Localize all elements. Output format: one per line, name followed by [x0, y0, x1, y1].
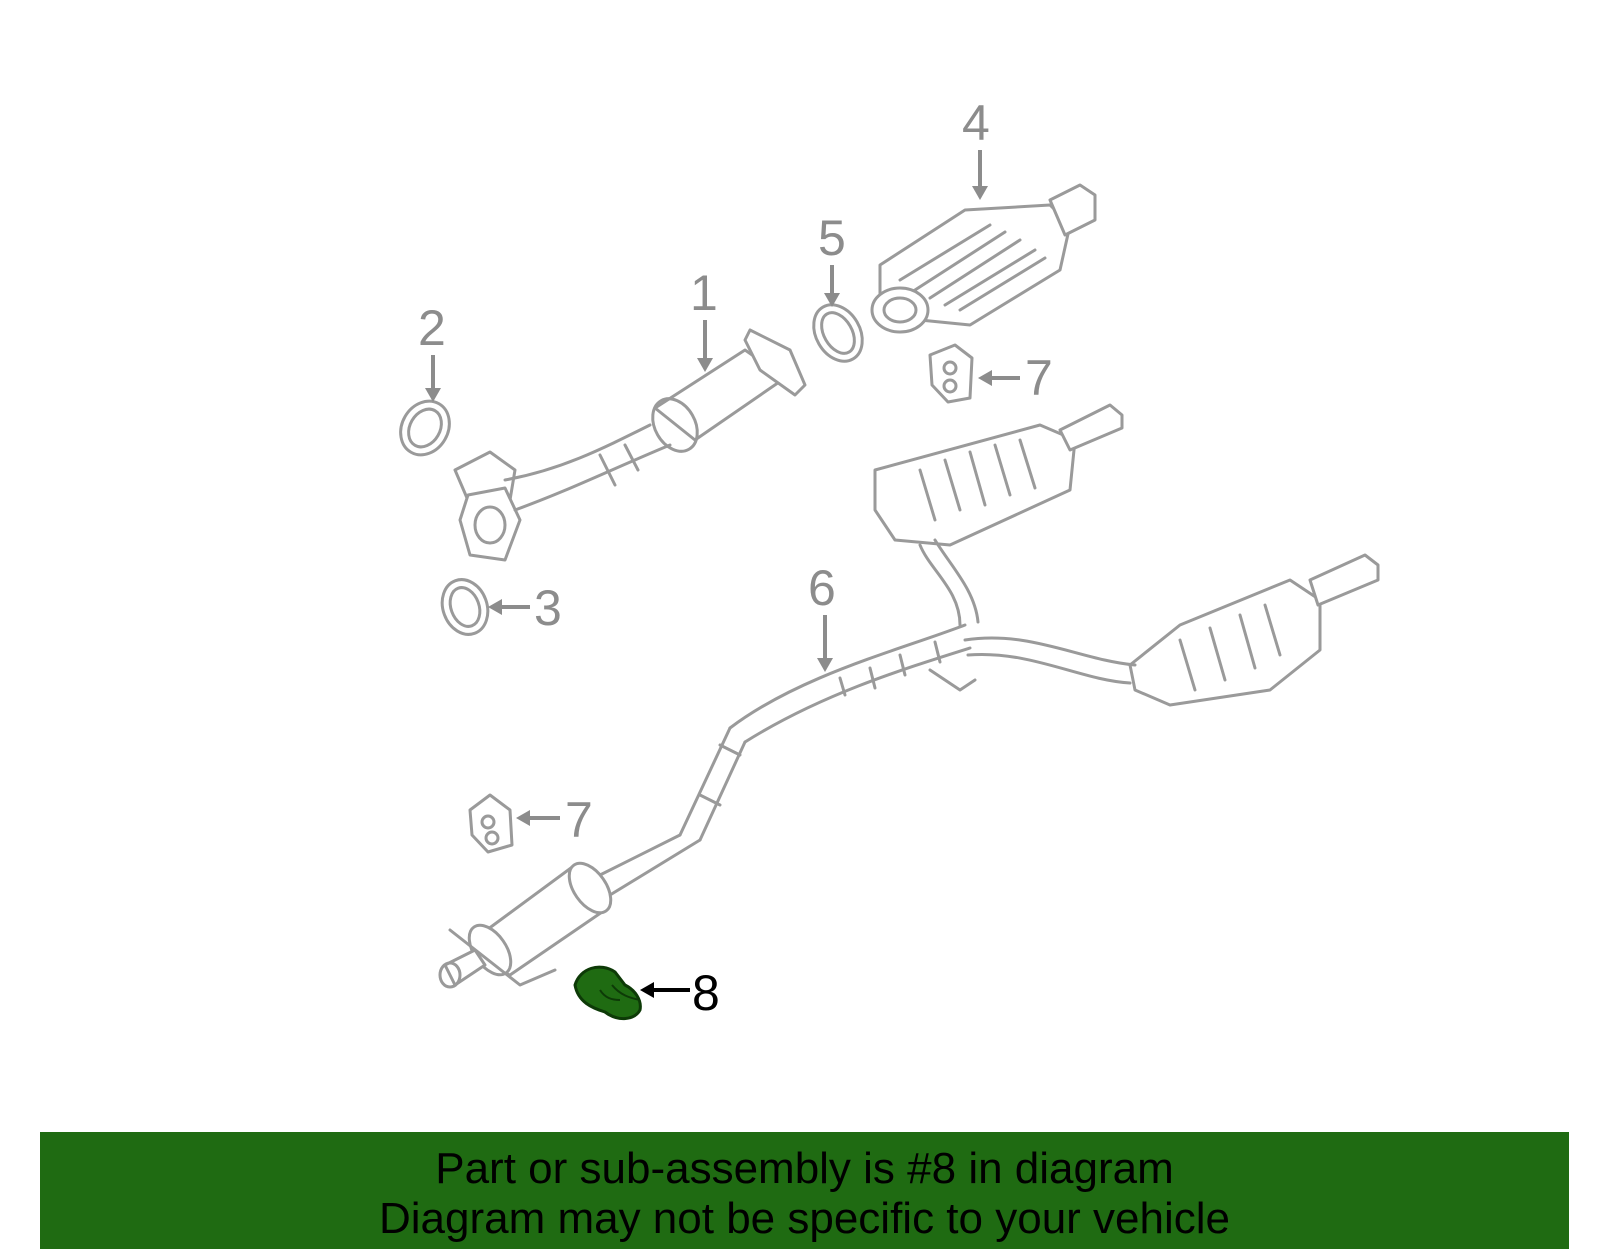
- callout-6-label: 6: [808, 560, 836, 616]
- callout-8: 8: [640, 965, 720, 1021]
- callout-1-label: 1: [690, 265, 718, 321]
- part-5-gasket[interactable]: [804, 296, 872, 370]
- callout-5: 5: [818, 210, 846, 307]
- banner-line-1: Part or sub-assembly is #8 in diagram: [435, 1144, 1174, 1193]
- part-7-hanger-lower[interactable]: [468, 793, 514, 854]
- callout-2-label: 2: [418, 300, 446, 356]
- callout-3-label: 3: [534, 580, 562, 636]
- callout-2: 2: [418, 300, 446, 402]
- part-6-exhaust-assembly[interactable]: [438, 403, 1380, 989]
- callout-5-label: 5: [818, 210, 846, 266]
- callout-4-label: 4: [962, 95, 990, 151]
- callout-8-label: 8: [692, 965, 720, 1021]
- part-8-highlighted-bracket[interactable]: [573, 965, 642, 1020]
- callout-7-upper-label: 7: [1025, 350, 1053, 406]
- callout-1: 1: [690, 265, 718, 372]
- callout-3: 3: [488, 580, 562, 636]
- banner-line-2: Diagram may not be specific to your vehi…: [378, 1194, 1231, 1243]
- callout-7-upper: 7: [978, 350, 1053, 406]
- part-1-front-pipe[interactable]: [453, 328, 807, 562]
- info-banner: Part or sub-assembly is #8 in diagram Di…: [40, 1132, 1569, 1249]
- part-4-catalytic-converter[interactable]: [870, 183, 1097, 334]
- callout-6: 6: [808, 560, 836, 672]
- callout-7-lower: 7: [516, 792, 593, 848]
- part-7-hanger-upper[interactable]: [928, 343, 974, 404]
- callout-7-lower-label: 7: [565, 792, 593, 848]
- part-2-gasket[interactable]: [391, 392, 459, 463]
- exhaust-system-diagram: 2 1 3 5: [391, 95, 1380, 1021]
- callout-4: 4: [962, 95, 990, 200]
- part-3-gasket[interactable]: [435, 573, 495, 641]
